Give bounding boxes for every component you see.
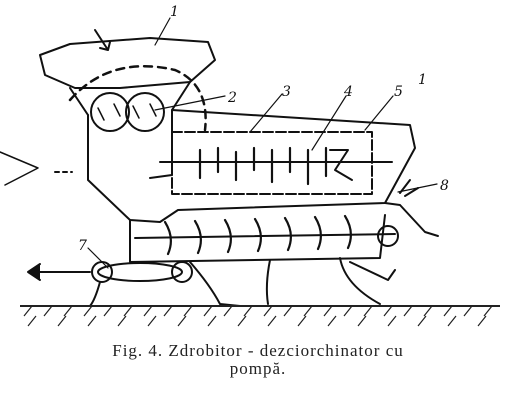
leg-mid bbox=[189, 261, 241, 307]
crusher-roller-right bbox=[125, 92, 165, 132]
auger-shaft bbox=[134, 233, 396, 239]
drum-beaters bbox=[198, 146, 328, 186]
figure-caption: Fig. 4. Zdrobitor - dezciorchinator cu p… bbox=[0, 342, 516, 378]
caption-line-1: Fig. 4. Zdrobitor - dezciorchinator cu bbox=[112, 341, 404, 360]
pump-body bbox=[97, 262, 183, 282]
ground-hatch bbox=[20, 305, 500, 327]
rotation-arc bbox=[68, 65, 207, 132]
label-7: 7 bbox=[78, 238, 87, 254]
leader-1 bbox=[154, 17, 171, 46]
label-4: 4 bbox=[343, 84, 353, 100]
label-1: 1 bbox=[170, 4, 179, 20]
leader-8 bbox=[397, 183, 438, 193]
leader-7 bbox=[87, 247, 109, 269]
outlet-arrow-head bbox=[27, 263, 41, 281]
pump-wheel-right bbox=[171, 261, 193, 283]
leader-4 bbox=[311, 95, 347, 151]
hopper bbox=[39, 37, 216, 89]
feed-arrow bbox=[94, 29, 111, 51]
leg-middle bbox=[265, 259, 271, 305]
leg-rear bbox=[339, 257, 381, 305]
leader-5 bbox=[364, 95, 394, 131]
input-arrow bbox=[0, 151, 39, 186]
leader-2 bbox=[154, 95, 226, 111]
crusher-roller-left bbox=[90, 92, 130, 132]
leg-front bbox=[89, 281, 101, 307]
casing bbox=[87, 109, 416, 223]
label-2: 2 bbox=[227, 90, 237, 106]
auger-drive bbox=[377, 225, 399, 247]
caption-line-2: pompă. bbox=[229, 359, 287, 378]
auger-flights bbox=[163, 214, 352, 256]
leader-3 bbox=[249, 93, 283, 133]
auger-trough bbox=[129, 214, 386, 263]
label-1b: 1 bbox=[418, 72, 427, 88]
side-drive bbox=[349, 261, 396, 281]
label-5: 5 bbox=[394, 84, 403, 100]
stem-chute bbox=[384, 202, 439, 237]
label-3: 3 bbox=[282, 84, 291, 100]
hopper-inner bbox=[69, 81, 191, 116]
label-8: 8 bbox=[440, 178, 449, 194]
pump-wheel-left bbox=[91, 261, 113, 283]
